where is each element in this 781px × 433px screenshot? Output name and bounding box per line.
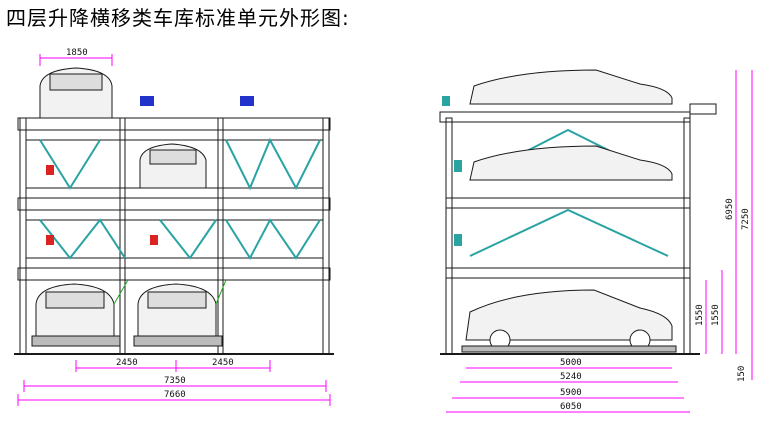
page-title: 四层升降横移类车库标准单元外形图: xyxy=(6,6,350,30)
side-car-l3 xyxy=(469,145,673,181)
side-view xyxy=(439,103,717,355)
motor-icon xyxy=(240,96,254,106)
side-column-right xyxy=(683,117,691,355)
front-view xyxy=(14,117,334,355)
front-braces xyxy=(39,137,321,260)
dim-height-a: 1550 xyxy=(695,304,705,326)
side-dimensions xyxy=(446,70,753,413)
side-car-ground xyxy=(465,289,673,341)
front-car-ground-left-window xyxy=(45,291,105,309)
front-dimensions xyxy=(17,54,331,406)
front-pallet-left xyxy=(31,335,121,347)
dim-spacing-right: 2450 xyxy=(212,358,234,368)
front-column-right xyxy=(322,117,330,355)
front-cars xyxy=(31,67,223,347)
side-cars xyxy=(461,69,677,353)
motor-icon xyxy=(454,160,462,172)
dim-height-total: 7250 xyxy=(741,208,751,230)
front-car-top-window xyxy=(49,73,103,91)
side-brace-2 xyxy=(469,208,669,257)
front-brace-3 xyxy=(39,218,126,260)
side-car-top xyxy=(469,69,673,105)
front-pallet-right xyxy=(133,335,223,347)
dim-len-5900: 5900 xyxy=(560,388,582,398)
red-part-icon xyxy=(46,235,54,245)
red-part-icon xyxy=(150,235,158,245)
front-car-ground-right-window xyxy=(147,291,207,309)
front-brace-2 xyxy=(225,137,321,191)
dim-height-b: 1550 xyxy=(711,304,721,326)
front-column-left xyxy=(19,117,27,355)
front-beam-l2 xyxy=(17,267,331,281)
side-beam-l2 xyxy=(445,267,691,279)
front-car-l3-window xyxy=(149,149,197,165)
front-motors xyxy=(46,96,254,305)
side-column-left xyxy=(445,117,453,355)
side-arm xyxy=(689,103,717,115)
front-beam-top xyxy=(17,117,331,131)
dim-base: 150 xyxy=(737,366,747,382)
green-line xyxy=(215,279,227,305)
dim-len-6050: 6050 xyxy=(560,402,582,412)
side-pallet xyxy=(461,345,677,353)
front-brace-5 xyxy=(225,218,321,260)
red-part-icon xyxy=(46,165,54,175)
motor-icon xyxy=(442,96,450,106)
motor-icon xyxy=(454,234,462,246)
dim-inner-width: 7350 xyxy=(164,376,186,386)
side-beam-top xyxy=(439,111,691,123)
front-brace-4 xyxy=(159,219,217,260)
dim-len-5240: 5240 xyxy=(560,372,582,382)
green-line xyxy=(113,279,129,305)
front-beam-l3 xyxy=(17,197,331,211)
side-details xyxy=(442,96,462,246)
dim-spacing-left: 2450 xyxy=(116,358,138,368)
dim-total-width: 7660 xyxy=(164,390,186,400)
front-column-mid-right xyxy=(217,117,224,355)
dim-height-inner: 6950 xyxy=(725,198,735,220)
side-beam-l3 xyxy=(445,197,691,209)
motor-icon xyxy=(140,96,154,106)
front-brace-1 xyxy=(39,139,101,190)
dim-len-5000: 5000 xyxy=(560,358,582,368)
front-column-mid-left xyxy=(119,117,126,355)
dim-car-width: 1850 xyxy=(66,48,88,58)
